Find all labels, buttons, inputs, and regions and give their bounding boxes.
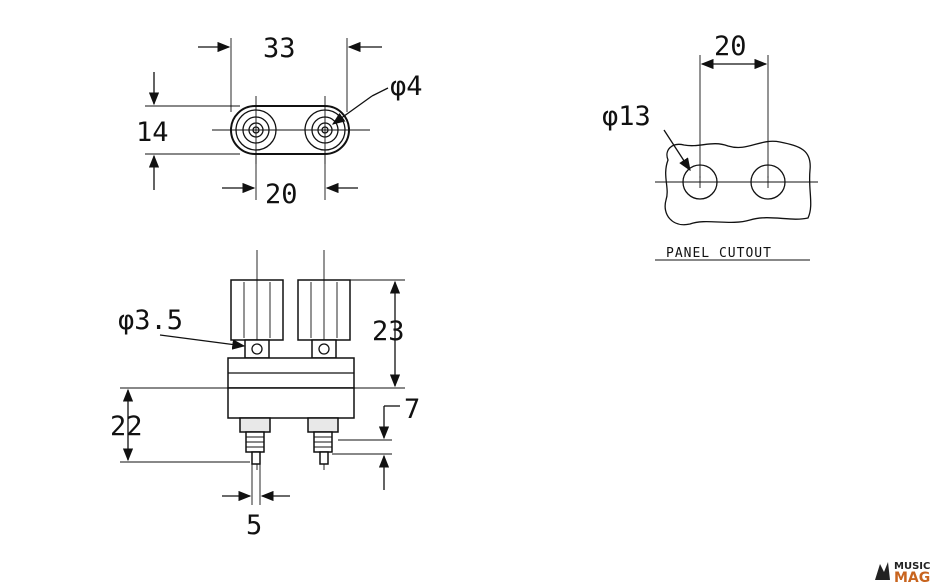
dim-20-top: 20 bbox=[265, 179, 298, 210]
dim-phi4: φ4 bbox=[390, 71, 423, 102]
dim-20-cutout: 20 bbox=[714, 31, 747, 62]
dim-7: 7 bbox=[404, 394, 420, 425]
musicmag-watermark-logo: MUSIC MAG bbox=[875, 561, 930, 584]
dim-23: 23 bbox=[372, 316, 405, 347]
top-view: 33 14 φ4 20 bbox=[136, 33, 423, 210]
dim-22: 22 bbox=[110, 411, 143, 442]
dim-33: 33 bbox=[263, 33, 296, 64]
watermark-line2: MAG bbox=[894, 570, 930, 584]
panel-cutout: 20 φ13 PANEL CUTOUT bbox=[602, 31, 818, 261]
dim-phi13: φ13 bbox=[602, 101, 651, 132]
dim-14: 14 bbox=[136, 117, 169, 148]
side-view: 23 φ3.5 22 7 5 bbox=[110, 250, 420, 541]
watermark-line1: MUSIC bbox=[894, 561, 930, 572]
panel-cutout-label: PANEL CUTOUT bbox=[666, 246, 772, 261]
dim-phi3-5: φ3.5 bbox=[118, 305, 183, 336]
dim-5: 5 bbox=[246, 510, 262, 541]
